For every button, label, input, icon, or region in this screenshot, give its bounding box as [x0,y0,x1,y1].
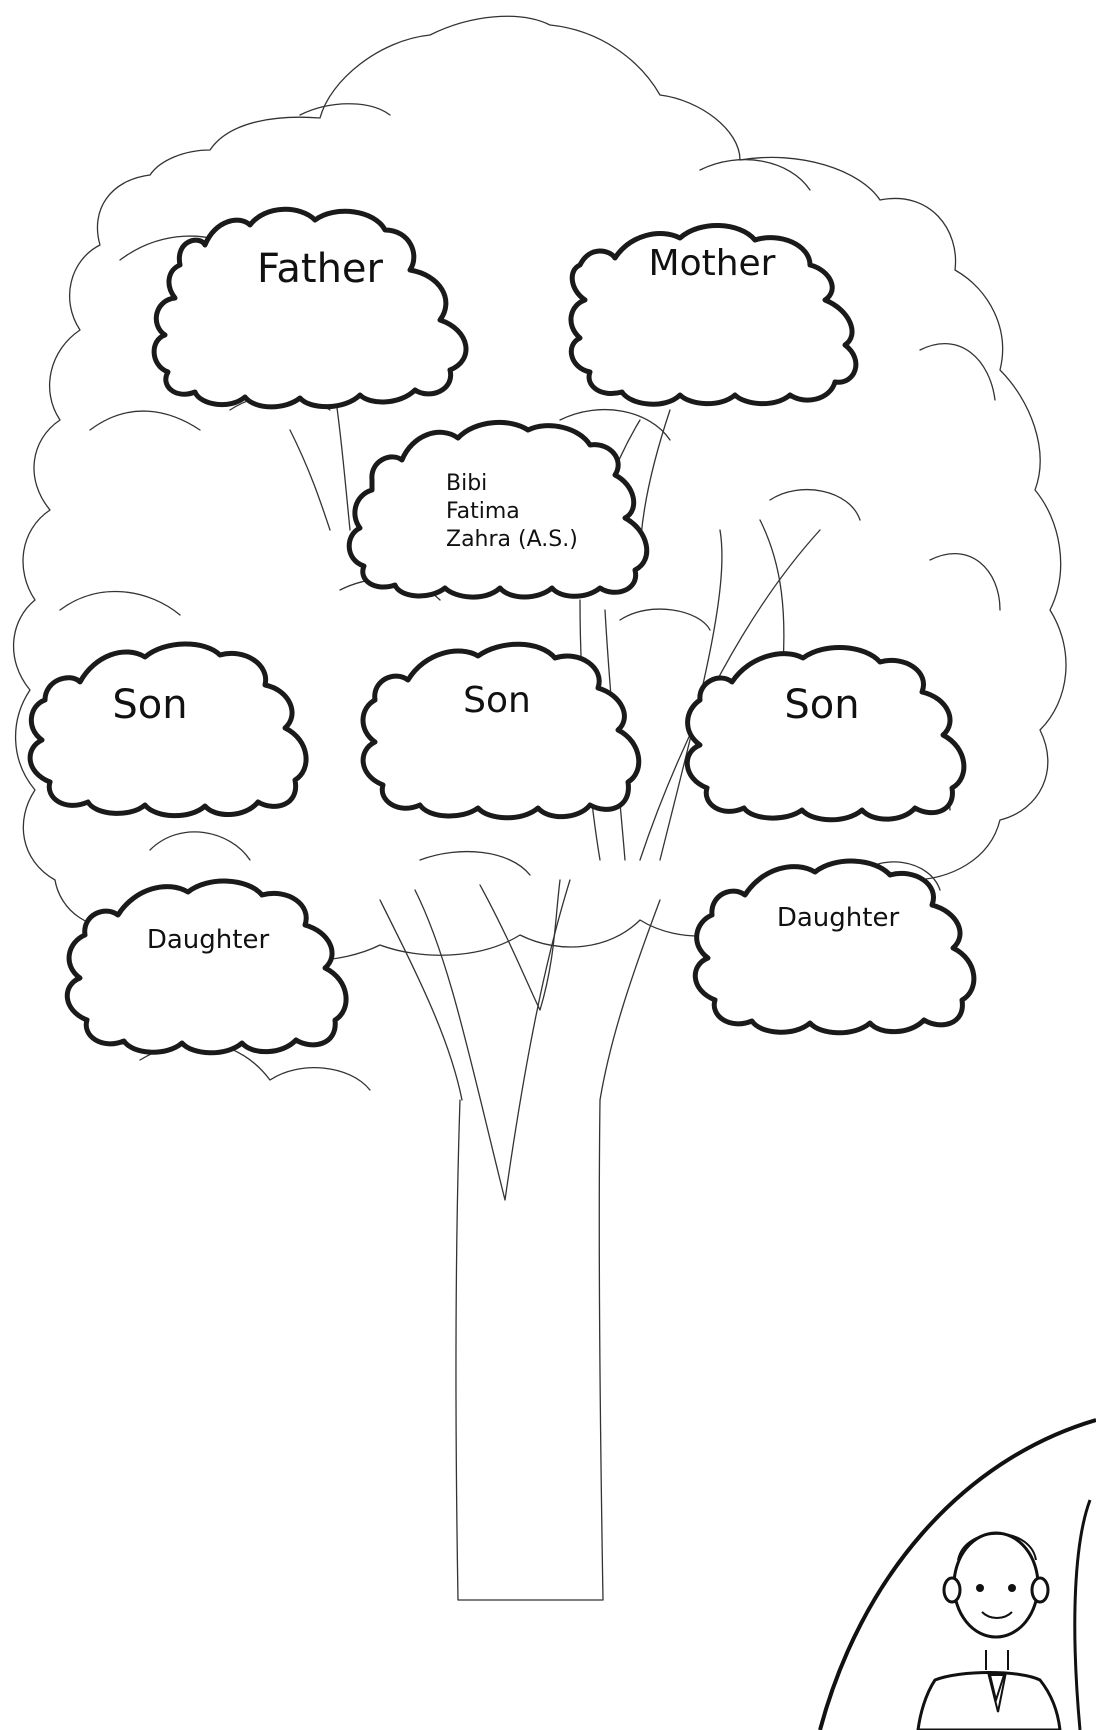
son-node-3: Son [687,647,964,819]
father-node: Father [154,209,466,407]
son-node-1: Son [30,644,306,816]
daughter-node-2: Daughter [695,861,974,1033]
father-label: Father [257,246,383,292]
corner-illustration [820,1420,1096,1730]
son-2-label: Son [463,680,531,721]
daughter-1-label: Daughter [147,925,270,955]
center-name-line-2: Fatima [446,499,520,524]
daughter-2-label: Daughter [777,903,900,933]
center-person-node: Bibi Fatima Zahra (A.S.) [349,422,647,597]
son-1-label: Son [112,682,187,728]
mother-node: Mother [571,225,856,404]
mother-label: Mother [649,243,776,284]
center-name-line-1: Bibi [446,471,487,496]
son-node-2: Son [363,644,639,818]
daughter-node-1: Daughter [67,881,346,1053]
son-3-label: Son [784,682,859,728]
center-name-line-3: Zahra (A.S.) [446,527,578,552]
child-figure [918,1533,1060,1730]
